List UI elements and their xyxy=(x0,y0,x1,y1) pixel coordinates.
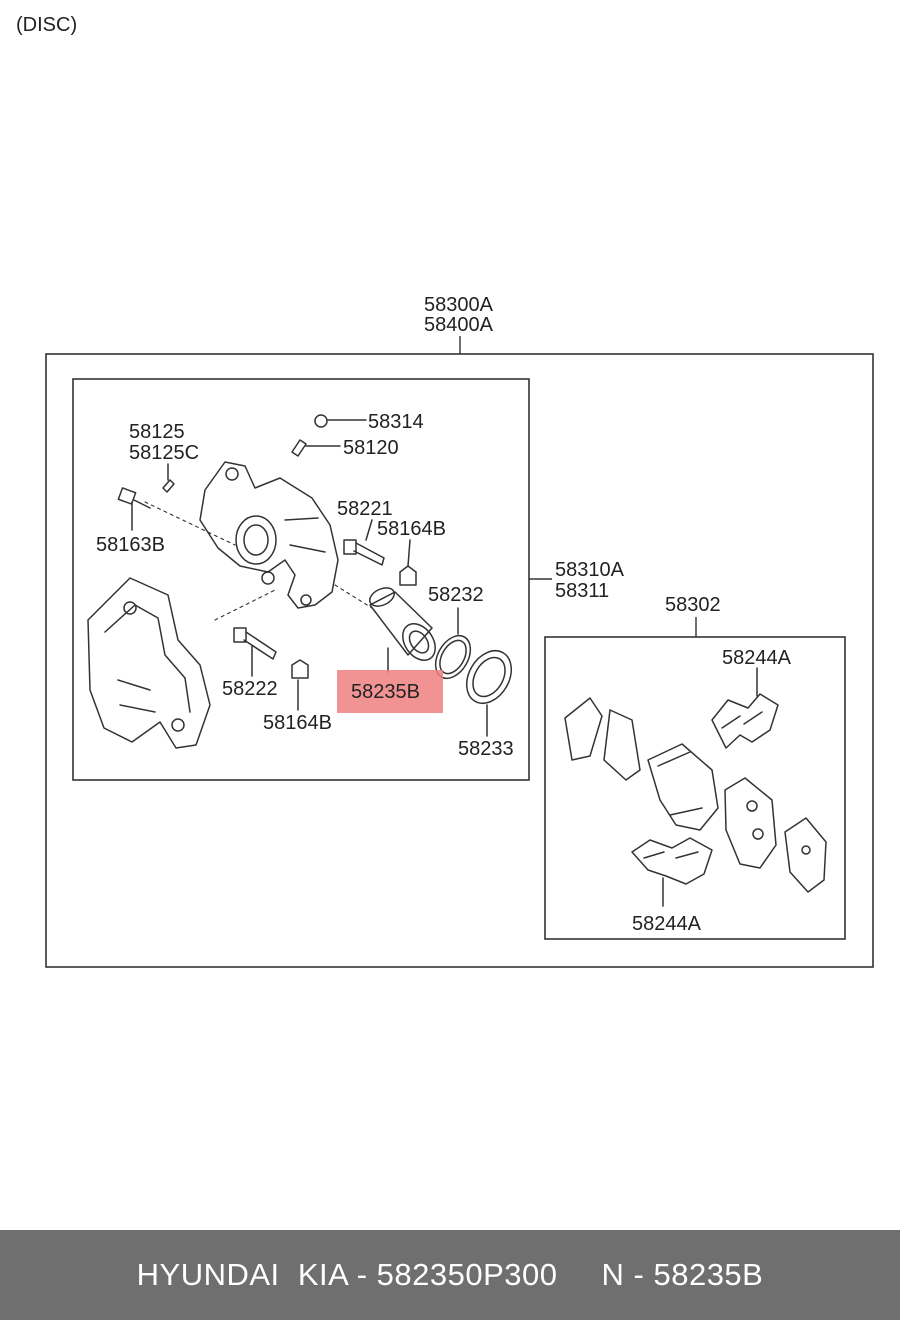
bleeder-screw-illustration xyxy=(291,439,341,457)
part-label-58164b-top: 58164B xyxy=(377,518,446,540)
caliper-group-label-1: 58310A xyxy=(555,559,625,581)
caliper-body-illustration xyxy=(199,461,339,609)
part-label-58222: 58222 xyxy=(222,678,278,700)
assembly-label-1: 58300A xyxy=(424,294,494,316)
boot-bottom-illustration xyxy=(291,659,309,711)
assembly-label-2: 58400A xyxy=(424,314,494,336)
footer-reference-number: N - 58235B xyxy=(601,1257,764,1292)
brake-pad-outer-illustration xyxy=(724,777,777,869)
diagram-header-label: (DISC) xyxy=(16,14,78,36)
part-label-58314: 58314 xyxy=(368,411,424,433)
part-label-58232: 58232 xyxy=(428,584,484,606)
part-label-58244a-bottom: 58244A xyxy=(632,913,702,935)
part-number-footer: HYUNDAI KIA - 582350P300 N - 58235B xyxy=(0,1230,900,1320)
wear-indicator-shim-illustration xyxy=(784,817,827,893)
footer-brand-part-number: HYUNDAI KIA - 582350P300 xyxy=(136,1257,558,1292)
highlight-58235b xyxy=(337,670,443,713)
pad-kit-label: 58302 xyxy=(665,594,721,616)
part-label-58244a-top: 58244A xyxy=(722,647,792,669)
piston-illustration xyxy=(368,587,436,669)
part-label-58125c: 58125C xyxy=(129,442,199,464)
dust-boot-illustration xyxy=(465,650,513,737)
part-label-58235b: 58235B xyxy=(351,681,420,703)
bleeder-cap-illustration xyxy=(314,414,367,428)
bolt-58125-illustration xyxy=(162,463,175,493)
part-label-58120: 58120 xyxy=(343,437,399,459)
guide-bolt-58163b-illustration xyxy=(117,487,151,531)
guide-pin-58222-illustration xyxy=(233,627,277,677)
brake-caliper-diagram: 58300A 58400A 58310A 58311 58302 xyxy=(45,294,874,968)
brake-pad-inner-illustration xyxy=(647,743,719,831)
boot-top-illustration xyxy=(399,539,417,586)
pad-kit-frame xyxy=(544,636,846,940)
part-label-58221: 58221 xyxy=(337,498,393,520)
caliper-bracket-illustration xyxy=(87,577,211,749)
part-label-58233: 58233 xyxy=(458,738,514,760)
caliper-group-label-2: 58311 xyxy=(555,580,609,602)
part-label-58125: 58125 xyxy=(129,421,185,443)
part-label-58163b: 58163B xyxy=(96,534,165,556)
anti-squeal-shim-illustration xyxy=(564,697,641,781)
part-label-58164b-bottom: 58164B xyxy=(263,712,332,734)
guide-pin-58221-illustration xyxy=(343,519,385,566)
pad-clip-bottom-illustration xyxy=(631,837,713,907)
pad-clip-top-illustration xyxy=(711,667,779,749)
